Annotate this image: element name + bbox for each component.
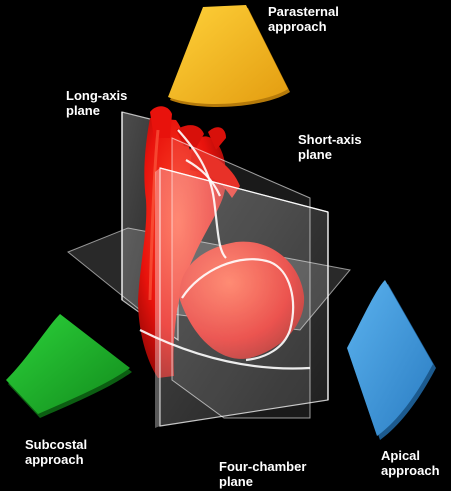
long-axis-plane-label: Long-axis plane <box>66 88 127 118</box>
label-line: Parasternal <box>268 4 339 19</box>
label-line: plane <box>66 103 127 118</box>
apical-fan <box>347 280 436 440</box>
label-line: approach <box>25 452 87 467</box>
label-line: Long-axis <box>66 88 127 103</box>
subcostal-approach-label: Subcostal approach <box>25 437 87 467</box>
label-line: Four-chamber <box>219 459 306 474</box>
label-line: plane <box>298 147 362 162</box>
label-line: approach <box>381 463 440 478</box>
short-axis-plane-label: Short-axis plane <box>298 132 362 162</box>
subcostal-fan <box>6 314 132 418</box>
four-chamber-plane-label: Four-chamber plane <box>219 459 306 489</box>
label-line: Short-axis <box>298 132 362 147</box>
label-line: Subcostal <box>25 437 87 452</box>
label-line: approach <box>268 19 339 34</box>
parasternal-approach-label: Parasternal approach <box>268 4 339 34</box>
label-line: plane <box>219 474 306 489</box>
four-chamber-plane <box>172 138 310 418</box>
apical-approach-label: Apical approach <box>381 448 440 478</box>
label-line: Apical <box>381 448 440 463</box>
